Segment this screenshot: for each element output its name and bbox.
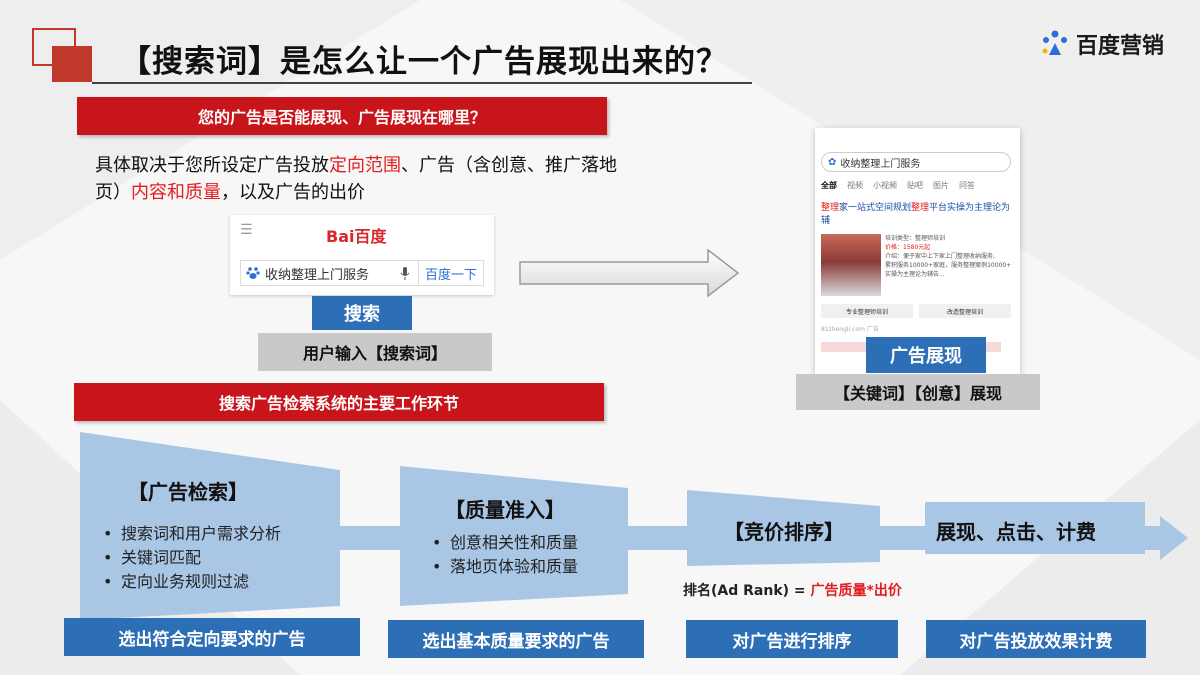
stage-quality-bullets: 创意相关性和质量 落地页体验和质量	[432, 531, 578, 579]
logo-text: 百度营销	[1076, 34, 1165, 59]
flow-arrow-icon	[519, 248, 740, 298]
baidu-logo: Bai百度	[326, 222, 386, 248]
ad-details: 培训类型：整理师培训 价格：1580元起 介绍：便于家中上下家上门整理收纳服务,…	[885, 234, 1015, 279]
desc-part-highlight: 定向范围	[329, 155, 401, 176]
baidu-paw-icon	[246, 267, 260, 279]
phone-tab[interactable]: 全部	[821, 181, 837, 190]
phone-tab[interactable]: 问答	[959, 181, 975, 190]
stage-quality-footer: 选出基本质量要求的广告	[388, 620, 644, 658]
desc-part: 具体取决于您所设定广告投放	[95, 155, 329, 176]
mobile-search-result: ✿ 收纳整理上门服务 全部 视频 小视频 贴吧 图片 问答 整理家一站式空间规划…	[815, 128, 1020, 378]
baidu-paw-icon: ✿	[828, 156, 837, 168]
bullet-item: 定向业务规则过滤	[103, 570, 281, 594]
keyword-creative-label: 【关键词】【创意】展现	[796, 374, 1040, 410]
title-decoration-square	[52, 46, 92, 82]
section2-heading: 搜索广告检索系统的主要工作环节	[74, 383, 604, 421]
section1-heading: 您的广告是否能展现、广告展现在哪里？	[77, 97, 607, 135]
stage-retrieval-footer: 选出符合定向要求的广告	[64, 618, 360, 656]
desc-part-highlight: 内容和质量	[131, 182, 221, 203]
section1-description: 具体取决于您所设定广告投放定向范围、广告（含创意、推广落地页）内容和质量，以及广…	[95, 152, 635, 206]
baidu-marketing-logo-icon	[1042, 30, 1067, 55]
phone-search-input[interactable]: ✿ 收纳整理上门服务	[821, 152, 1011, 172]
process-flow-band	[90, 516, 1188, 560]
title-part: 整理	[821, 203, 840, 213]
menu-icon[interactable]: ☰	[240, 222, 253, 238]
rank-bid: 出价	[873, 583, 902, 599]
ad-detail-line: 价格：1580元起	[885, 244, 931, 251]
phone-tab[interactable]: 视频	[847, 181, 863, 190]
ad-detail-line: 培训类型：整理师培训	[885, 235, 946, 242]
ad-detail-line: 介绍：便于家中上下家上门整理收纳服务,	[885, 253, 995, 260]
baidu-marketing-logo: 百度营销	[1040, 26, 1170, 62]
ad-detail-line: 实操为主理论为辅告...	[885, 271, 945, 278]
user-input-label: 用户输入【搜索词】	[258, 333, 492, 371]
desc-part: 、广告（含创意、推广落地页）	[95, 155, 617, 203]
baidu-search-input[interactable]: 收纳整理上门服务 百度一下	[240, 260, 484, 286]
phone-tab[interactable]: 贴吧	[907, 181, 923, 190]
phone-tab[interactable]: 图片	[933, 181, 949, 190]
ad-sublinks: 专业整理师培训 改造整理培训	[821, 304, 1011, 318]
rank-quality: 广告质量	[810, 583, 867, 599]
title-part: 整理	[911, 203, 930, 213]
page-title: 【搜索词】是怎么让一个广告展现出来的？	[120, 44, 728, 80]
ad-display-label: 广告展现	[866, 337, 986, 373]
baidu-search-button[interactable]: 百度一下	[417, 261, 483, 285]
rank-prefix: 排名(Ad Rank) =	[683, 583, 811, 599]
microphone-icon[interactable]	[398, 265, 412, 281]
search-button[interactable]: 搜索	[312, 296, 412, 330]
stage-ranking-title: 【竞价排序】	[724, 520, 844, 544]
stage-billing-title: 展现、点击、计费	[936, 520, 1096, 544]
bullet-item: 创意相关性和质量	[432, 531, 578, 555]
stage-retrieval-title: 【广告检索】	[128, 480, 248, 504]
stage-retrieval-bullets: 搜索词和用户需求分析 关键词匹配 定向业务规则过滤	[103, 522, 281, 594]
ad-rank-formula: 排名(Ad Rank) = 广告质量*出价	[683, 580, 902, 600]
stage-ranking-footer: 对广告进行排序	[686, 620, 898, 658]
title-underline	[92, 82, 752, 84]
stage-billing-shape	[925, 502, 1145, 554]
stage-billing-footer: 对广告投放效果计费	[926, 620, 1146, 658]
ad-sublink[interactable]: 专业整理师培训	[821, 304, 913, 318]
ad-result-title[interactable]: 整理家一站式空间规划整理平台实操为主理论为辅	[821, 202, 1015, 228]
title-part: 平台实操为主理论为辅	[821, 203, 1011, 226]
ad-sublink[interactable]: 改造整理培训	[919, 304, 1011, 318]
bullet-item: 落地页体验和质量	[432, 555, 578, 579]
ad-image	[821, 234, 881, 296]
phone-tabs: 全部 视频 小视频 贴吧 图片 问答	[821, 180, 1017, 191]
stage-ranking-shape	[687, 490, 880, 566]
phone-query: 收纳整理上门服务	[840, 158, 921, 170]
phone-tab[interactable]: 小视频	[873, 181, 897, 190]
title-part: 家一站式空间规划	[839, 203, 912, 213]
bullet-item: 关键词匹配	[103, 546, 281, 570]
search-query: 收纳整理上门服务	[265, 267, 370, 283]
baidu-logo-text: Bai百度	[326, 227, 387, 246]
ad-detail-line: 累积服务10000+家庭，服务整理案例10000+	[885, 262, 1012, 269]
rank-op: *	[866, 583, 874, 599]
desc-part: ，以及广告的出价	[221, 182, 365, 203]
bullet-item: 搜索词和用户需求分析	[103, 522, 281, 546]
stage-quality-title: 【质量准入】	[445, 498, 565, 522]
ad-url: 81zhengli.com 广告	[821, 326, 879, 333]
